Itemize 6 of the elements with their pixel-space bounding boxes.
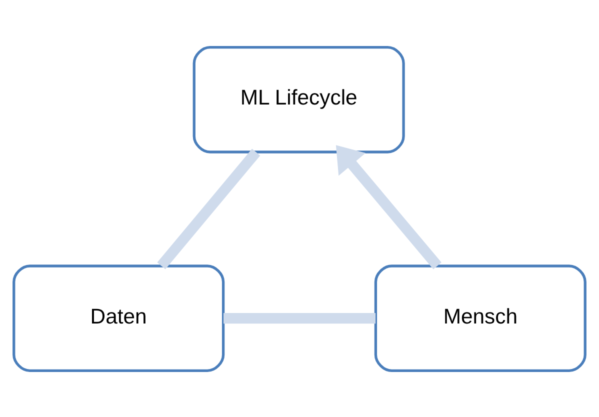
connector [157, 148, 260, 269]
node-box: Daten [12, 264, 225, 372]
arrow [336, 144, 442, 269]
node-box: ML Lifecycle [192, 45, 405, 153]
node-box: Mensch [374, 264, 586, 372]
connector [224, 312, 376, 324]
